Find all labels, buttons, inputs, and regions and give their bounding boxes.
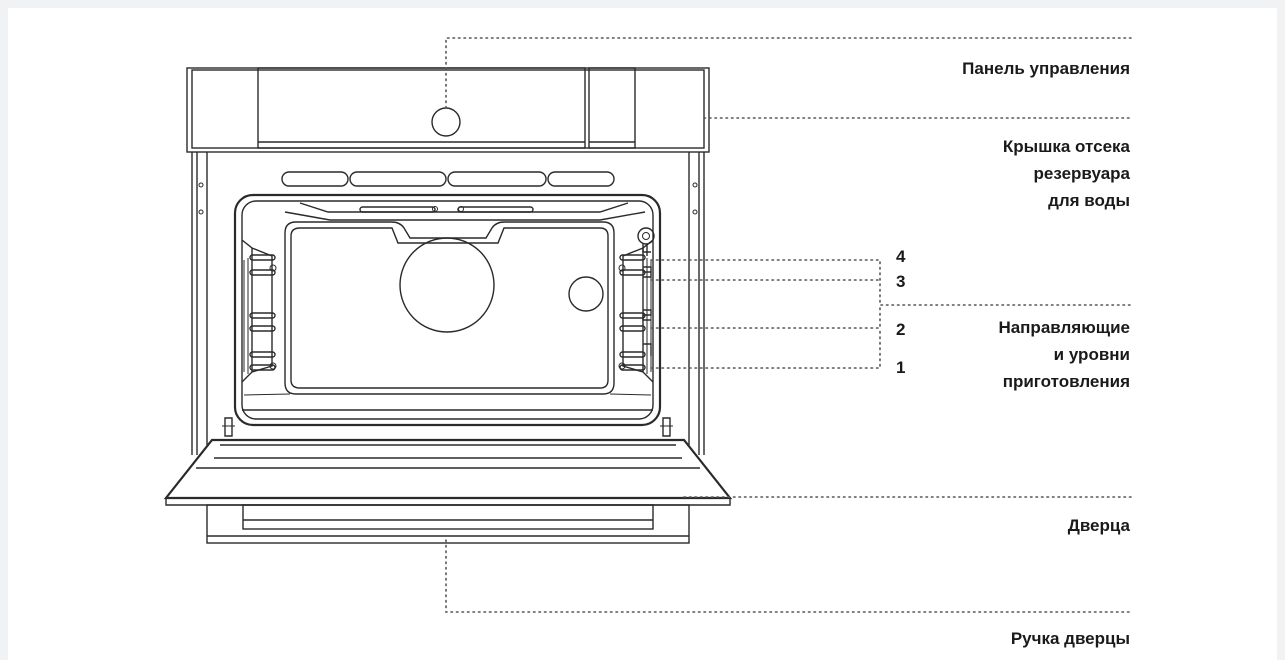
label-tank-cover-line2: резервуара — [1033, 164, 1130, 183]
oven-door — [163, 438, 733, 506]
label-tank-cover: Крышка отсека резервуара для воды — [1003, 133, 1130, 214]
control-knob — [431, 107, 461, 137]
leader-control-panel — [445, 37, 1133, 109]
left-rack-guides — [241, 239, 277, 383]
steam-outlet — [568, 276, 604, 312]
label-door: Дверца — [1067, 516, 1130, 535]
label-tank-cover-line1: Крышка отсека — [1002, 137, 1130, 156]
level-number-4: 4 — [896, 247, 906, 266]
oven-body — [191, 152, 705, 455]
label-door-handle: Ручка дверцы — [1010, 629, 1130, 648]
level-mark-4 — [642, 243, 651, 256]
leader-guides — [650, 259, 1133, 306]
vent-slots — [281, 171, 615, 187]
right-rack-guides — [618, 227, 655, 383]
label-guides-line3: приготовления — [1002, 372, 1130, 391]
door-hinges — [222, 417, 673, 437]
leader-door-handle — [445, 539, 1133, 613]
label-guides-levels: Направляющие и уровни приготовления — [998, 314, 1130, 395]
level-mark-1 — [643, 343, 652, 356]
level-mark-3 — [643, 266, 652, 278]
leader-lines — [445, 37, 1133, 613]
lamp-icon — [637, 227, 655, 245]
level-number-3: 3 — [896, 272, 906, 291]
fan-cover — [399, 237, 495, 333]
level-mark-2 — [642, 309, 652, 321]
level-number-2: 2 — [896, 320, 906, 339]
level-number-1: 1 — [896, 358, 906, 377]
label-guides-line2: и уровни — [1053, 345, 1130, 364]
oven-cavity — [233, 193, 662, 427]
label-tank-cover-line3: для воды — [1048, 191, 1130, 210]
control-panel-housing — [186, 67, 710, 153]
door-handle — [206, 504, 690, 544]
label-guides-line1: Направляющие — [998, 318, 1130, 337]
label-control-panel: Панель управления — [962, 59, 1130, 78]
